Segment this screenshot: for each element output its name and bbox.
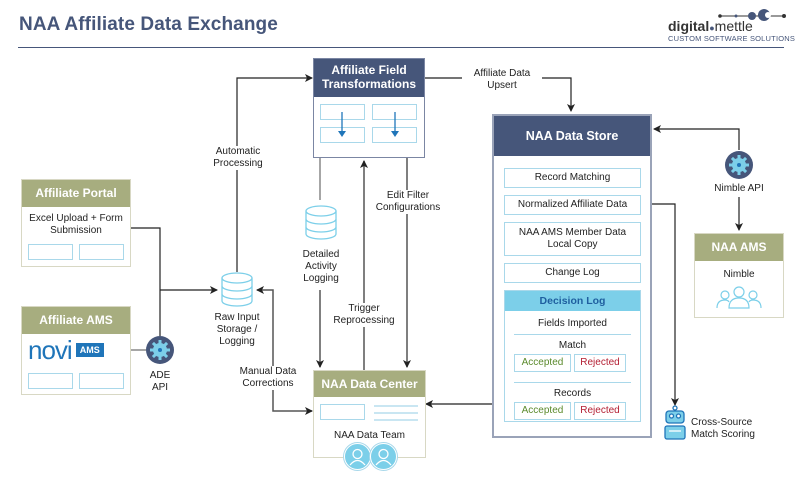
data-team-label: NAA Data Team	[334, 430, 405, 441]
nimble-api-label: Nimble API	[704, 183, 774, 195]
store-item-normalized-data[interactable]: Normalized Affiliate Data	[504, 195, 641, 215]
data-center-title: NAA Data Center	[314, 371, 425, 397]
match-label: Match	[558, 340, 587, 351]
activity-logging-database-icon	[305, 205, 337, 240]
data-center-slot	[320, 404, 365, 420]
decision-log-title: Decision Log	[505, 291, 640, 311]
data-center-lines-icon	[374, 405, 418, 421]
edge-nimble-to-store	[653, 125, 740, 150]
logo-tagline: CUSTOM SOFTWARE SOLUTIONS	[668, 34, 796, 43]
decision-log-panel[interactable]: Decision Log Fields Imported Match Accep…	[504, 290, 641, 422]
decision-divider	[514, 334, 631, 335]
data-store-title: NAA Data Store	[494, 116, 650, 156]
affiliate-portal-body: Excel Upload + Form Submission	[29, 213, 123, 236]
affiliate-ams-title: Affiliate AMS	[22, 307, 130, 334]
edge-normalized-to-scoring	[640, 200, 679, 406]
records-accepted[interactable]: Accepted	[514, 402, 571, 420]
records-label: Records	[553, 388, 592, 399]
decision-divider	[514, 382, 631, 383]
novi-ams-logo: novi AMS	[28, 337, 104, 363]
ams-slot	[79, 373, 124, 389]
ade-api-gear-icon[interactable]	[146, 336, 174, 364]
affiliate-portal-title: Affiliate Portal	[22, 180, 130, 207]
match-accepted[interactable]: Accepted	[514, 354, 571, 372]
records-rejected[interactable]: Rejected	[574, 402, 626, 420]
data-store-node[interactable]: NAA Data Store Record Matching Normalize…	[492, 114, 652, 438]
store-item-change-log[interactable]: Change Log	[504, 263, 641, 283]
affiliate-ams-node[interactable]: Affiliate AMS novi AMS	[21, 306, 131, 395]
naa-ams-title: NAA AMS	[695, 234, 783, 261]
match-rejected[interactable]: Rejected	[574, 354, 626, 372]
company-logo: digital●mettle CUSTOM SOFTWARE SOLUTIONS	[660, 6, 795, 46]
portal-slot	[28, 244, 73, 260]
raw-storage-database-icon	[221, 272, 253, 307]
match-scoring-robot-icon[interactable]	[663, 405, 687, 441]
store-item-record-matching[interactable]: Record Matching	[504, 168, 641, 188]
edge-portal-to-junction	[131, 227, 161, 290]
ams-slot	[28, 373, 73, 389]
data-center-node[interactable]: NAA Data Center NAA Data Team	[313, 370, 426, 458]
users-group-icon	[716, 286, 762, 309]
title-divider	[18, 47, 784, 48]
nimble-api-gear-icon[interactable]	[725, 151, 753, 179]
affiliate-portal-node[interactable]: Affiliate Portal Excel Upload + Form Sub…	[21, 179, 131, 267]
team-member-avatar-icon	[344, 443, 371, 470]
edge-manual-corrections	[256, 286, 313, 415]
edge-automatic-processing	[236, 74, 313, 272]
fields-imported-label: Fields Imported	[538, 318, 607, 329]
naa-ams-body: Nimble	[723, 269, 755, 280]
transform-arrow-icons	[338, 112, 399, 137]
logo-underline	[598, 47, 784, 48]
logo-wordmark: digital●mettle	[668, 18, 753, 34]
portal-slot	[79, 244, 124, 260]
naa-ams-node[interactable]: NAA AMS Nimble	[694, 233, 784, 318]
page-title: NAA Affiliate Data Exchange	[19, 14, 278, 35]
team-member-avatar-icon	[370, 443, 397, 470]
store-item-member-data-copy[interactable]: NAA AMS Member Data Local Copy	[504, 222, 641, 256]
logo-mark-icon	[718, 9, 786, 21]
